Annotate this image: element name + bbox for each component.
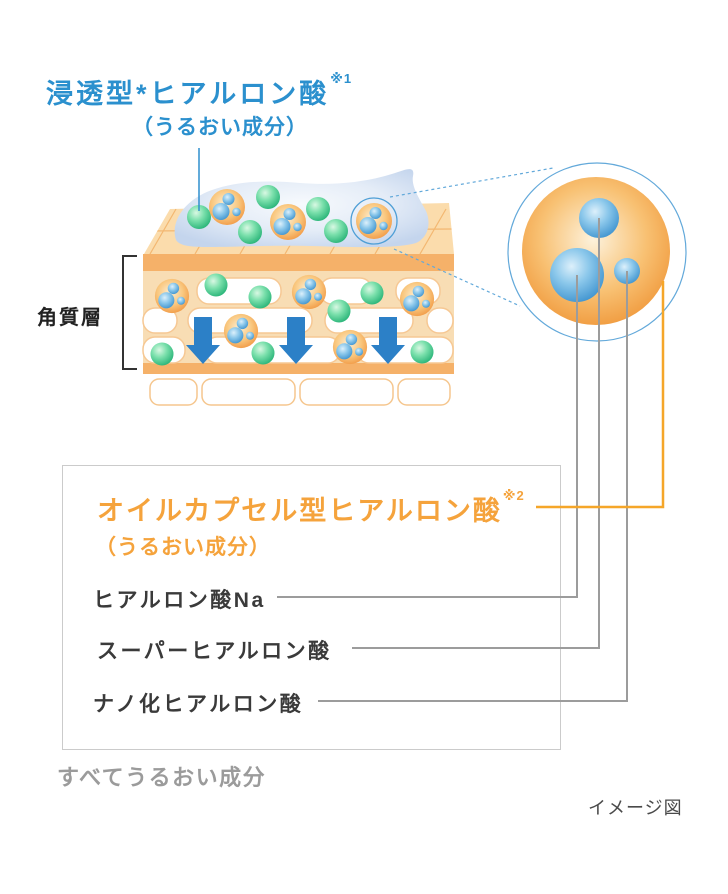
green-ha-particle xyxy=(251,341,275,365)
down-arrow-icon xyxy=(186,317,220,364)
oil-capsule-particle xyxy=(154,278,190,314)
magnifier-guide-lines xyxy=(389,167,554,307)
skin-block xyxy=(142,203,454,406)
legend-item-ha-na: ヒアルロン酸Na xyxy=(93,589,266,612)
oil-capsule-particle xyxy=(291,274,327,310)
green-ha-particle xyxy=(150,342,174,366)
oil-capsule-particle xyxy=(270,204,306,240)
green-ha-particle xyxy=(187,205,211,229)
oil-capsule-particle xyxy=(399,281,435,317)
penetration-arrows xyxy=(186,317,405,364)
nano-ha-sphere xyxy=(614,258,640,284)
green-ha-particle xyxy=(324,219,348,243)
footnote-marker-1: ※1 xyxy=(330,71,353,86)
highlighted-oil-capsule xyxy=(356,203,392,239)
super-ha-sphere xyxy=(579,198,619,238)
magnified-capsule xyxy=(507,162,687,342)
gel-blob xyxy=(174,169,429,248)
oil-capsule-particle xyxy=(223,313,259,349)
skin-upper-band xyxy=(143,254,454,271)
oil-capsule-ha-subtitle: （うるおい成分） xyxy=(95,536,271,559)
stratum-corneum-bracket xyxy=(122,255,137,370)
ha-na-sphere xyxy=(550,248,604,302)
green-ha-particle xyxy=(238,220,262,244)
penetrating-ha-subtitle: （うるおい成分） xyxy=(132,116,308,139)
all-moisturizing-note: すべてうるおい成分 xyxy=(57,765,267,790)
magnifier-ring xyxy=(507,162,687,342)
oil-capsule-particle xyxy=(209,189,245,225)
corneocyte-cells xyxy=(142,277,454,364)
green-ha-particle xyxy=(306,197,330,221)
green-ha-particle xyxy=(256,185,280,209)
green-ha-particle xyxy=(204,273,228,297)
footnote-marker-2: ※2 xyxy=(502,488,525,503)
down-arrow-icon xyxy=(279,317,313,364)
oil-capsule-particle xyxy=(332,329,368,365)
green-ha-particle xyxy=(327,299,351,323)
legend-item-super-ha: スーパーヒアルロン酸 xyxy=(97,640,332,663)
image-diagram-caption: イメージ図 xyxy=(588,798,683,818)
stratum-corneum-label: 角質層 xyxy=(37,307,103,329)
penetrating-ha-title-text: 浸透型*ヒアルロン酸 xyxy=(46,79,330,109)
oil-capsule-large xyxy=(522,177,670,325)
down-arrow-icon xyxy=(371,317,405,364)
skin-top-face-hatching xyxy=(145,208,453,254)
lower-cell-layer xyxy=(149,378,451,406)
green-ha-particle xyxy=(248,285,272,309)
gel-particles xyxy=(187,185,398,245)
green-ha-particle xyxy=(360,281,384,305)
skin-top-face xyxy=(144,203,454,254)
capsule-highlight-ring xyxy=(350,197,398,245)
oil-capsule-ha-heading-text: オイルカプセル型ヒアルロン酸 xyxy=(97,496,502,526)
skin-cell-field xyxy=(143,271,454,363)
penetrating-ha-title: 浸透型*ヒアルロン酸※1 xyxy=(46,71,353,111)
legend-item-nano-ha: ナノ化ヒアルロン酸 xyxy=(93,693,304,716)
green-ha-particle xyxy=(410,340,434,364)
skin-particles xyxy=(150,273,435,366)
oil-capsule-ha-heading: オイルカプセル型ヒアルロン酸※2 xyxy=(97,488,525,528)
skin-lower-band xyxy=(143,363,454,374)
